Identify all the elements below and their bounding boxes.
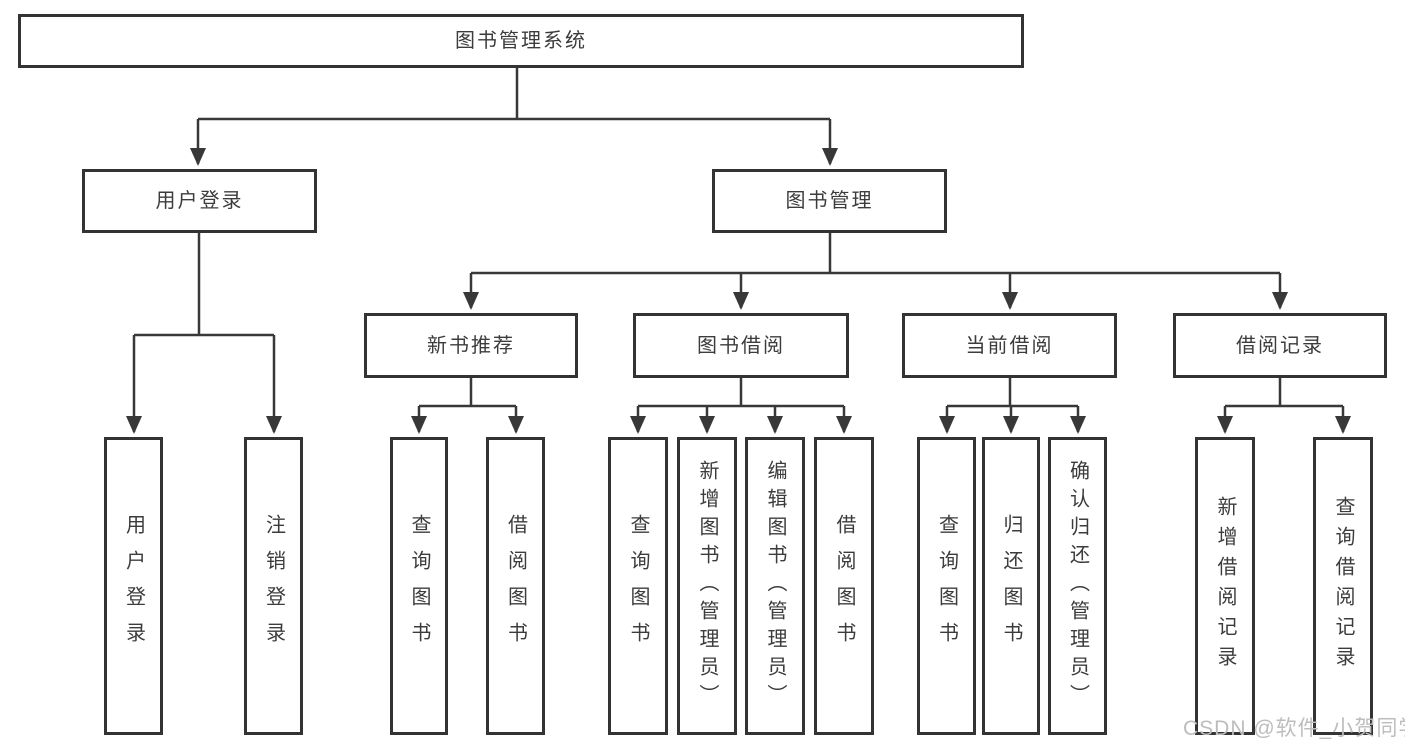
- node-recommend-borrow-books: 借阅图书: [486, 437, 545, 735]
- node-label: 借阅记录: [1236, 334, 1324, 357]
- node-current-query-books: 查询图书: [917, 437, 976, 735]
- node-label: 查询图书: [935, 514, 958, 658]
- node-label: 当前借阅: [965, 334, 1054, 357]
- node-current-borrowing: 当前借阅: [902, 313, 1117, 378]
- csdn-watermark: CSDN @软件_小贺同学: [1183, 717, 1405, 740]
- node-borrowing-records: 借阅记录: [1173, 313, 1387, 378]
- node-user-login: 用户登录: [82, 169, 317, 233]
- node-library-management-system: 图书管理系统: [18, 14, 1024, 68]
- node-label: 查询图书: [627, 514, 649, 658]
- node-current-return-books: 归还图书: [982, 437, 1040, 735]
- node-label: 确认归还（管理员）: [1066, 460, 1089, 712]
- node-label: 图书管理系统: [455, 30, 587, 52]
- node-label: 查询借阅记录: [1332, 496, 1354, 676]
- node-label: 借阅图书: [504, 514, 527, 658]
- node-leaf-user-login: 用户登录: [104, 437, 163, 735]
- node-records-add-record: 新增借阅记录: [1195, 437, 1255, 735]
- node-leaf-logout: 注销登录: [244, 437, 303, 735]
- node-label: 新增图书（管理员）: [696, 460, 718, 712]
- node-label: 新增借阅记录: [1214, 496, 1236, 676]
- node-new-book-recommend: 新书推荐: [364, 313, 578, 378]
- node-records-query-record: 查询借阅记录: [1313, 437, 1373, 735]
- node-current-confirm-return-admin: 确认归还（管理员）: [1048, 437, 1107, 735]
- node-borrowing-borrow-books: 借阅图书: [814, 437, 874, 735]
- node-borrowing-edit-books-admin: 编辑图书（管理员）: [745, 437, 805, 735]
- node-label: 图书借阅: [697, 334, 785, 357]
- node-book-borrowing: 图书借阅: [633, 313, 849, 378]
- node-borrowing-query-books: 查询图书: [608, 437, 668, 735]
- node-label: 用户登录: [155, 190, 244, 212]
- node-label: 查询图书: [408, 514, 430, 658]
- node-label: 用户登录: [122, 514, 145, 658]
- node-book-management: 图书管理: [712, 169, 947, 233]
- node-label: 图书管理: [785, 190, 874, 212]
- node-label: 注销登录: [262, 514, 285, 658]
- node-recommend-query-books: 查询图书: [390, 437, 448, 735]
- node-borrowing-add-books-admin: 新增图书（管理员）: [677, 437, 737, 735]
- node-label: 借阅图书: [833, 514, 855, 658]
- node-label: 归还图书: [1000, 514, 1022, 658]
- node-label: 编辑图书（管理员）: [764, 460, 786, 712]
- node-label: 新书推荐: [427, 334, 515, 357]
